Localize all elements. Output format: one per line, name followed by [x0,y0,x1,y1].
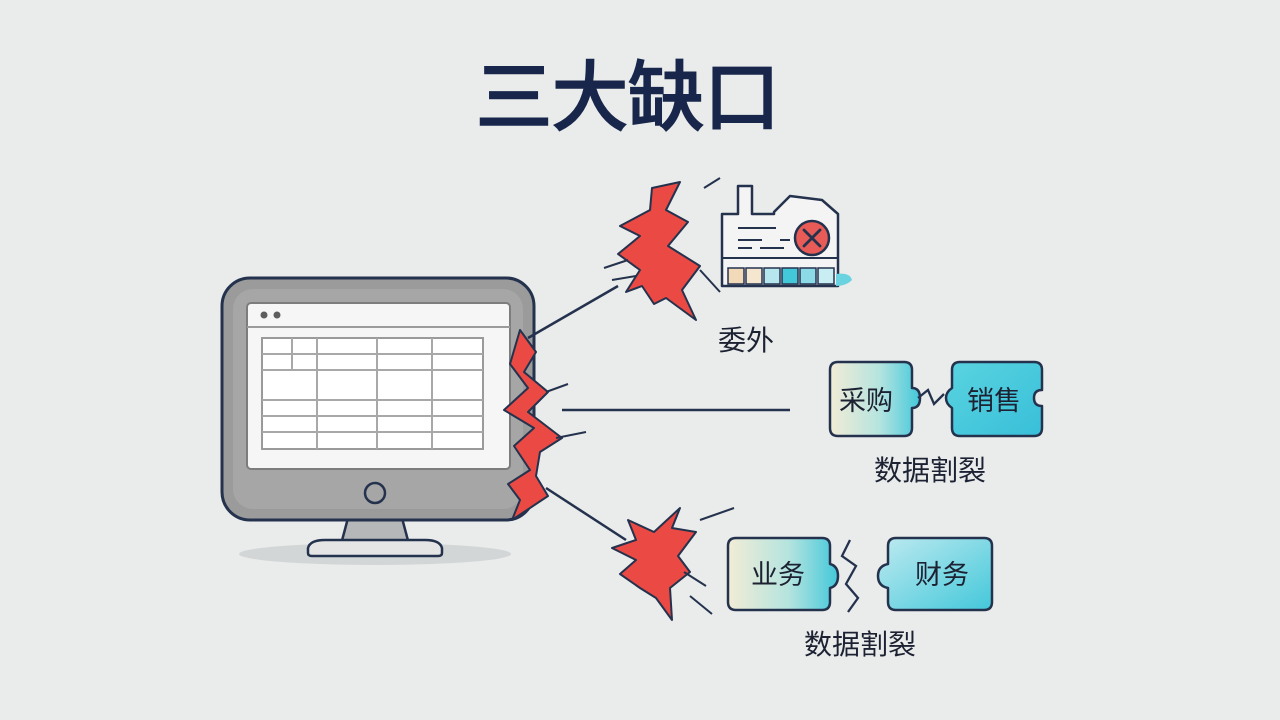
purchasing-chip [828,360,922,438]
monitor-crack-icon [503,329,563,521]
spreadsheet-grid [261,337,484,450]
factory-icon [720,184,852,288]
sales-chip-label: 销售 [967,386,1021,417]
crack-split-lines [545,383,587,439]
business-chip-label: 业务 [751,560,805,591]
connector-line-top [527,284,619,340]
gap-label-data-split-1: 数据割裂 [874,454,986,487]
purchasing-chip-label: 采购 [839,386,893,417]
gap-label-data-split-2: 数据割裂 [804,628,916,661]
monitor-icon [220,276,587,565]
business-finance-puzzle: 业务 财务 [726,536,994,613]
window-dot [260,311,268,319]
finance-chip-label: 财务 [915,560,969,591]
finance-chip [876,536,994,612]
crack-icon-bottom [611,507,735,621]
window-dot [273,311,281,319]
page-title: 三大缺口 [476,53,780,142]
crack-icon-top [603,177,721,321]
gap-label-outsourcing: 委外 [718,324,774,357]
puzzle-break-line [840,539,860,613]
purchasing-sales-puzzle: 采购 销售 [828,360,1044,438]
sales-chip [944,360,1044,438]
connector-line-bottom [545,486,627,542]
puzzle-break-line [917,388,945,407]
power-button-icon [363,481,387,505]
monitor-base [306,538,444,558]
business-chip [726,536,840,612]
